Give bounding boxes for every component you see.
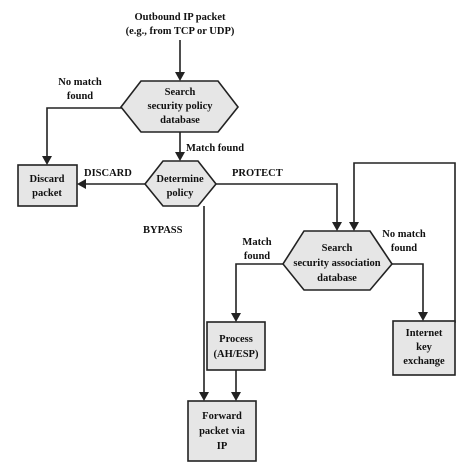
discard-label: DISCARD — [84, 168, 132, 179]
arrowhead — [231, 392, 241, 401]
spd-no-match-label-2: found — [67, 91, 93, 102]
arrowhead — [175, 72, 185, 81]
arrowhead — [418, 312, 428, 321]
box-shape — [17, 164, 78, 207]
forward-line2: packet via — [199, 426, 246, 437]
search-sad-node: Search security association database — [282, 230, 393, 291]
discard-packet-line2: packet — [32, 188, 62, 199]
sad-match-label-2: found — [244, 251, 270, 262]
edge-sad-no-match-to-ike — [384, 263, 424, 316]
arrowhead — [231, 313, 241, 322]
edge-sad-match-to-process — [235, 263, 289, 317]
arrowhead — [332, 222, 342, 231]
search-spd-line2: security policy — [147, 101, 213, 112]
sad-no-match-label-2: found — [391, 243, 417, 254]
determine-policy-node: Determine policy — [143, 160, 218, 207]
discard-packet-node: Discard packet — [17, 164, 78, 207]
hexagon-shape — [143, 160, 218, 207]
box-shape — [392, 320, 456, 376]
spd-match-found-label: Match found — [186, 143, 244, 154]
process-line2: (AH/ESP) — [214, 349, 259, 360]
search-sad-line2: security association — [293, 258, 380, 269]
sad-no-match-label-1: No match — [382, 229, 426, 240]
start-label-line2: (e.g., from TCP or UDP) — [126, 26, 235, 37]
search-sad-line3: database — [317, 273, 357, 284]
edge-spd-no-match-to-discard — [46, 107, 124, 160]
bypass-label: BYPASS — [143, 225, 183, 236]
edge-ike-loop — [353, 162, 456, 323]
process-line1: Process — [219, 334, 253, 345]
arrowhead — [77, 179, 86, 189]
forward-line1: Forward — [202, 411, 242, 422]
box-shape — [206, 321, 266, 371]
forward-packet-node: Forward packet via IP — [187, 400, 257, 462]
forward-line3: IP — [217, 441, 228, 452]
determine-policy-line2: policy — [167, 188, 195, 199]
arrowhead — [349, 222, 359, 231]
hexagon-shape — [119, 80, 240, 133]
search-sad-line1: Search — [322, 243, 353, 254]
connectors — [42, 40, 456, 401]
search-spd-node: Search security policy database — [119, 80, 240, 133]
search-spd-line3: database — [160, 115, 200, 126]
arrowhead — [199, 392, 209, 401]
ike-line1: Internet — [406, 328, 443, 339]
process-node: Process (AH/ESP) — [206, 321, 266, 371]
spd-no-match-label-1: No match — [58, 77, 102, 88]
ike-line3: exchange — [403, 356, 445, 367]
sad-match-label-1: Match — [242, 237, 271, 248]
arrowhead — [175, 152, 185, 161]
ike-line2: key — [416, 342, 433, 353]
protect-label: PROTECT — [232, 168, 283, 179]
determine-policy-line1: Determine — [156, 174, 204, 185]
arrowhead — [42, 156, 52, 165]
edge-protect — [214, 183, 338, 226]
box-shape — [187, 400, 257, 462]
search-spd-line1: Search — [165, 87, 196, 98]
hexagon-shape — [282, 230, 393, 291]
start-label-line1: Outbound IP packet — [134, 12, 226, 23]
discard-packet-line1: Discard — [30, 174, 65, 185]
ike-node: Internet key exchange — [392, 320, 456, 376]
